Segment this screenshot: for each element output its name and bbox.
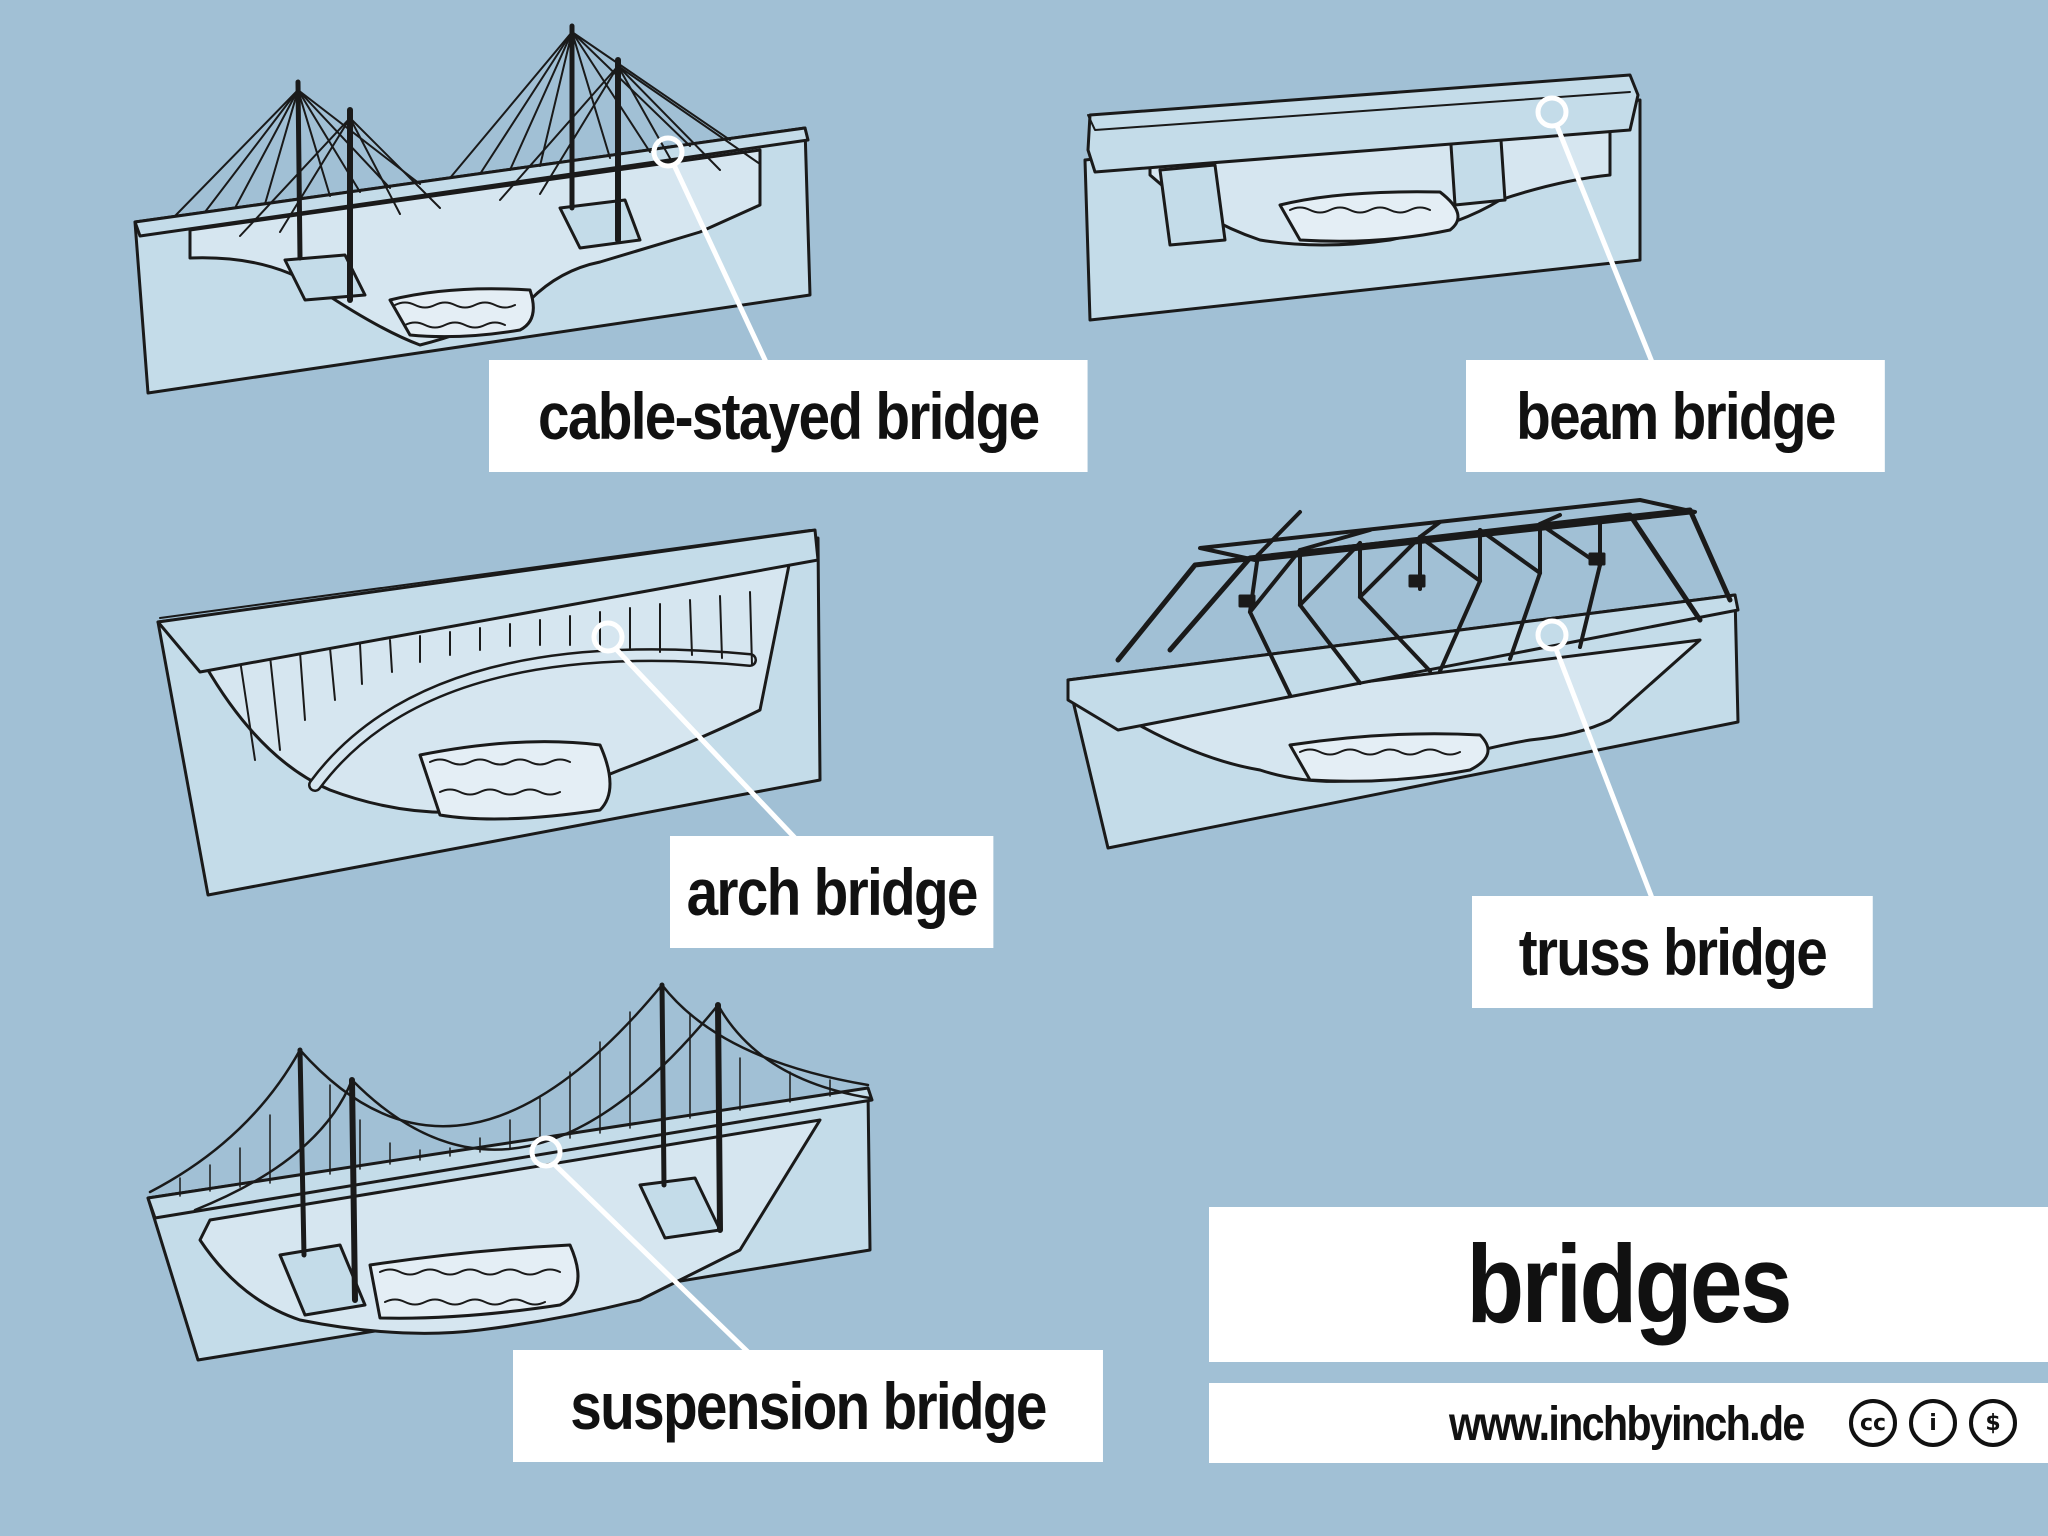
cable-stayed-bridge-text: cable-stayed bridge — [538, 379, 1040, 453]
truss-bridge-text: truss bridge — [1518, 915, 1828, 989]
cable-stayed-bridge-illustration — [133, 23, 812, 395]
suspension-bridge-label: suspension bridge — [513, 1350, 1103, 1462]
noncommercial-icon: $ — [1969, 1399, 2017, 1447]
beam-leader — [1535, 95, 1655, 363]
beam-bridge-text: beam bridge — [1516, 379, 1836, 453]
website-link[interactable]: www.inchbyinch.de — [1449, 1398, 1805, 1451]
arch-leader — [591, 620, 797, 840]
cable-stayed-bridge-label: cable-stayed bridge — [489, 360, 1088, 472]
cc-icon: cc — [1849, 1399, 1897, 1447]
arch-bridge-text: arch bridge — [686, 855, 979, 929]
page-title: bridges — [1466, 1223, 1793, 1346]
truss-bridge-label: truss bridge — [1472, 896, 1873, 1008]
truss-bridge-illustration — [1066, 498, 1740, 850]
beam-bridge-label: beam bridge — [1466, 360, 1885, 472]
by-attribution-icon: i — [1909, 1399, 1957, 1447]
footer-box: www.inchbyinch.de cc i $ — [1209, 1383, 2048, 1463]
beam-bridge-illustration — [1083, 73, 1642, 322]
arch-bridge-label: arch bridge — [670, 836, 994, 948]
suspension-bridge-illustration — [146, 982, 874, 1362]
suspension-leader — [529, 1135, 750, 1354]
truss-leader — [1535, 618, 1655, 899]
cable-stayed-leader — [651, 135, 769, 364]
title-box: bridges — [1209, 1207, 2048, 1362]
arch-bridge-illustration — [156, 528, 822, 897]
suspension-bridge-text: suspension bridge — [570, 1369, 1047, 1443]
